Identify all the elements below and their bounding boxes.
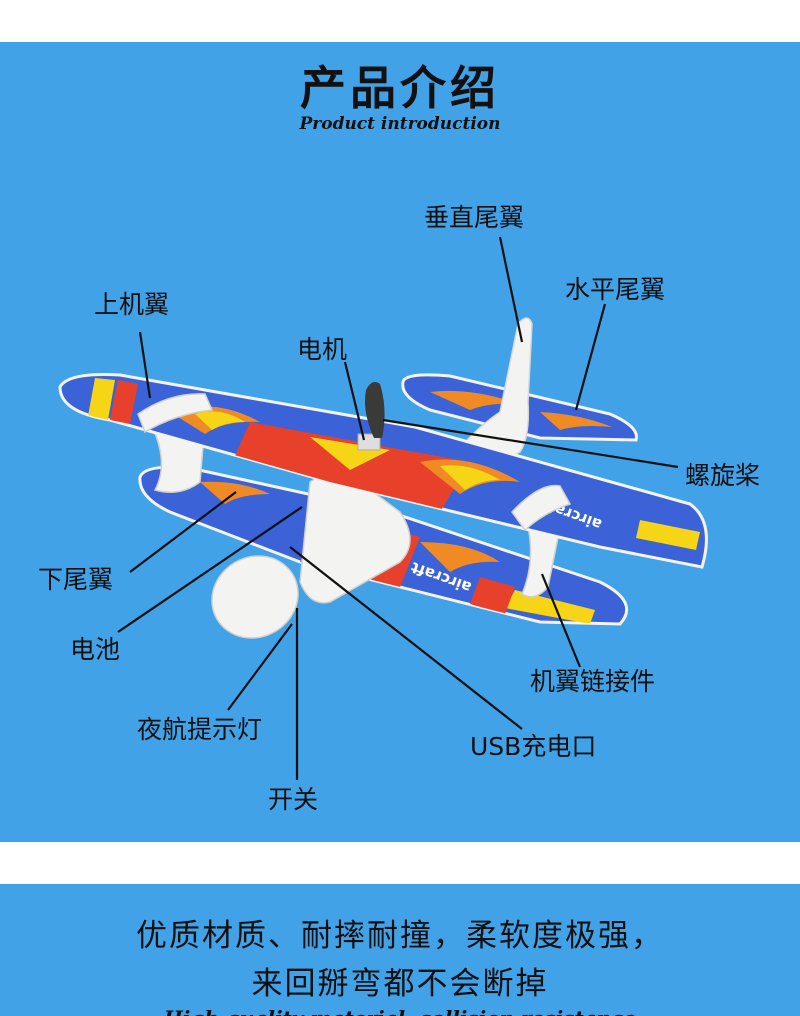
left-wing-clip <box>137 393 214 434</box>
feature-line-2: 来回掰弯都不会断掉 <box>251 966 549 1002</box>
horizontal-tail-tip-flame <box>540 412 612 430</box>
section-title: 产品介绍 <box>300 61 500 115</box>
feature-line-1: 优质材质、耐摔耐撞，柔软度极强， <box>136 918 664 954</box>
section-subtitle: Product introduction <box>299 114 501 134</box>
feature-panel: 优质材质、耐摔耐撞，柔软度极强， 来回掰弯都不会断掉 High quality … <box>0 884 800 1016</box>
feature-english: High quality material, collision resista… <box>0 1006 800 1016</box>
label-battery: 电池 <box>70 635 121 664</box>
label-switch: 开关 <box>268 785 319 814</box>
label-motor: 电机 <box>297 335 348 364</box>
callout-lines <box>117 236 679 780</box>
nose-cone <box>211 555 299 639</box>
horizontal-tail-flame <box>430 390 520 410</box>
product-intro-panel: 产品介绍 Product introduction <box>0 42 800 842</box>
right-wing-clip <box>511 484 572 532</box>
label-wing-connector: 机翼链接件 <box>530 667 656 696</box>
label-horizontal-tail: 水平尾翼 <box>565 275 666 304</box>
label-vertical-tail: 垂直尾翼 <box>424 203 525 232</box>
propeller-blade <box>365 382 385 438</box>
label-lower-tail: 下尾翼 <box>38 565 114 594</box>
label-usb-port: USB充电口 <box>470 732 597 761</box>
label-night-light: 夜航提示灯 <box>137 715 263 744</box>
label-propeller: 螺旋桨 <box>685 461 761 490</box>
airplane-illustration: aircraft aircraft <box>58 236 708 780</box>
label-upper-wing: 上机翼 <box>94 290 170 319</box>
